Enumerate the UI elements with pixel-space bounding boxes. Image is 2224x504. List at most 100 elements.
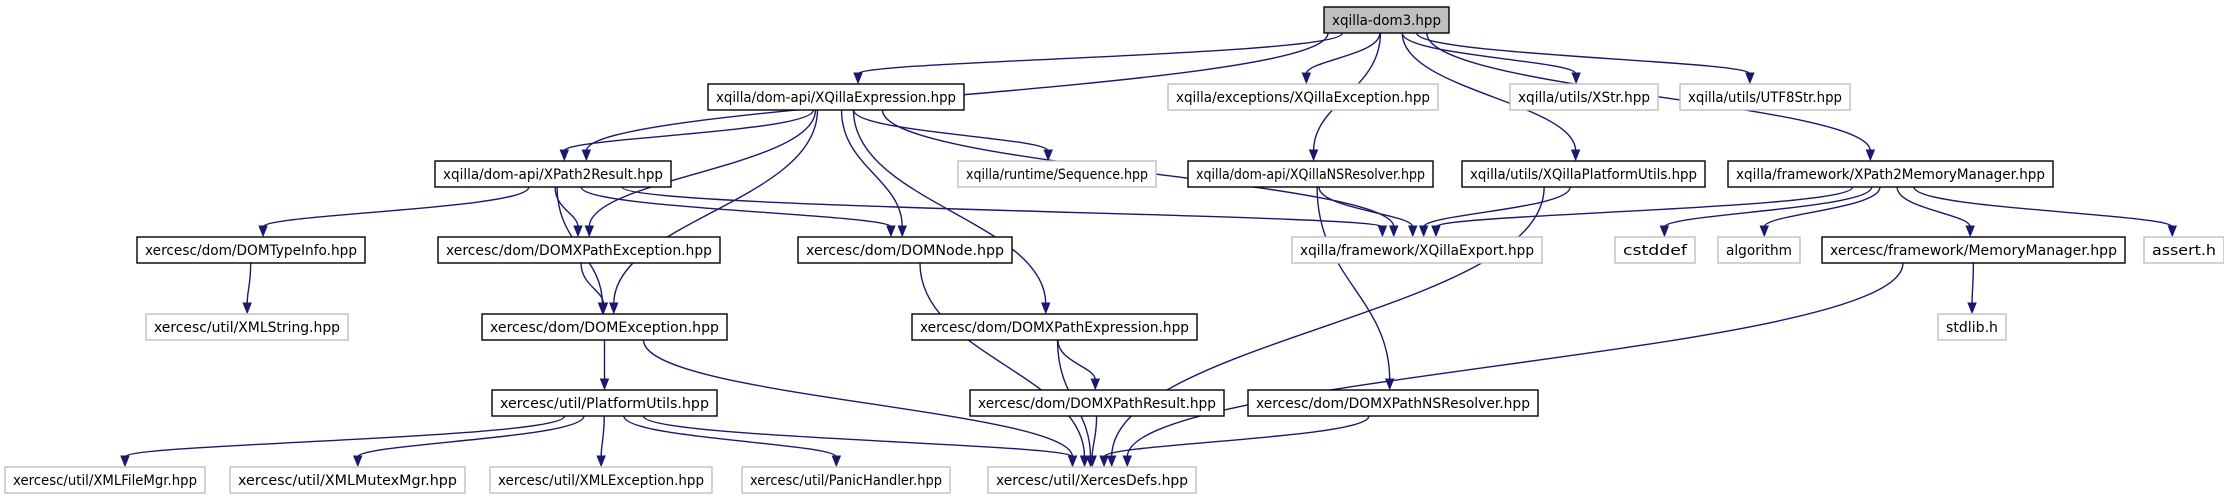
edge-xercesc-dom-domxpathresult-hpp-to-xercesc-util-xercesdefs-hpp (1087, 415, 1098, 468)
node-xqilla-dom-api-xqillansresolver-hpp[interactable]: xqilla/dom-api/XQillaNSResolver.hpp (1187, 160, 1434, 188)
node-label: xqilla/runtime/Sequence.hpp (966, 167, 1148, 183)
edge-xercesc-util-platformutils-hpp-to-xercesc-util-xmlmutexmgr-hpp (353, 415, 585, 468)
node-label: xercesc/dom/DOMXPathNSResolver.hpp (1256, 396, 1530, 412)
edge-xqilla-dom3-hpp-to-xqilla-exceptions-xqillaexception-hpp (1301, 32, 1381, 85)
edge-arrowhead (1745, 72, 1755, 85)
node-xercesc-dom-domxpathresult-hpp[interactable]: xercesc/dom/DOMXPathResult.hpp (969, 389, 1225, 417)
node-label: xqilla/utils/XStr.hpp (1518, 90, 1650, 106)
edge-line (642, 339, 1074, 458)
edge-arrowhead (596, 455, 606, 468)
edge-xercesc-util-platformutils-hpp-to-xercesc-util-panichandler-hpp (623, 415, 842, 468)
edge-arrowhead (1418, 225, 1429, 238)
node-label: cstddef (1623, 243, 1688, 259)
node-xercesc-util-xmlexception-hpp: xercesc/util/XMLException.hpp (489, 466, 713, 494)
edge-xqilla-dom-api-xpath2result-hpp-to-xqilla-framework-xqillaexport-hpp (621, 186, 1388, 238)
edge-line (919, 262, 1086, 458)
edge-arrowhead (242, 302, 252, 315)
edge-arrowhead (1106, 455, 1117, 468)
edge-arrowhead (1759, 225, 1769, 238)
edge-arrowhead (1099, 455, 1109, 468)
node-label: xqilla/dom-api/XPath2Result.hpp (443, 167, 663, 183)
node-box (911, 313, 1198, 341)
edge-line (852, 109, 1049, 152)
edge-xqilla-dom-api-xqillaexpression-hpp-to-xercesc-dom-domxpathexception-hpp (584, 109, 817, 238)
edge-line (1896, 186, 1971, 228)
edge-line (1971, 262, 1975, 305)
edge-line (840, 109, 903, 228)
edge-arrowhead (598, 302, 609, 315)
edge-line (1091, 415, 1098, 458)
node-label: xqilla/framework/XQillaExport.hpp (1300, 243, 1534, 259)
edge-arrowhead (897, 225, 907, 238)
node-label: xercesc/util/PanicHandler.hpp (750, 473, 942, 489)
node-label: stdlib.h (1946, 320, 1998, 336)
node-box (797, 236, 1013, 264)
edge-line (1663, 186, 1873, 228)
node-box (2143, 236, 2224, 264)
edge-line (1422, 186, 1571, 228)
node-xercesc-util-platformutils-hpp[interactable]: xercesc/util/PlatformUtils.hpp (491, 389, 718, 417)
node-label: xercesc/dom/DOMTypeInfo.hpp (145, 243, 357, 259)
edge-arrowhead (1122, 455, 1132, 468)
edge-line (124, 415, 566, 458)
edge-arrowhead (853, 72, 863, 85)
edge-xqilla-dom-api-xqillansresolver-hpp-to-xqilla-framework-xqillaexport-hpp (1318, 186, 1418, 238)
node-xercesc-dom-domnode-hpp[interactable]: xercesc/dom/DOMNode.hpp (797, 236, 1013, 264)
edge-xercesc-framework-memorymanager-hpp-to-xercesc-util-xercesdefs-hpp (1122, 262, 1904, 468)
node-box (136, 236, 366, 264)
edge-line (1416, 32, 1751, 75)
node-box (1461, 160, 1706, 188)
edge-arrowhead (1389, 225, 1399, 238)
edge-xqilla-dom3-hpp-to-xqilla-utils-utf8str-hpp (1416, 32, 1755, 85)
node-xqilla-utils-xqillaplatformutils-hpp[interactable]: xqilla/utils/XQillaPlatformUtils.hpp (1461, 160, 1706, 188)
node-xqilla-utils-xstr-hpp: xqilla/utils/XStr.hpp (1509, 83, 1659, 111)
node-label: xqilla/exceptions/XQillaException.hpp (1176, 90, 1430, 106)
edge-line (621, 186, 1384, 228)
edge-xercesc-dom-domxpathnsresolver-hpp-to-xercesc-util-xercesdefs-hpp (1099, 415, 1370, 468)
edge-xqilla-dom-api-xpath2result-hpp-to-xercesc-dom-domnode-hpp (580, 186, 896, 238)
node-xercesc-dom-domxpathexception-hpp[interactable]: xercesc/dom/DOMXPathException.hpp (437, 236, 721, 264)
node-box (1323, 6, 1450, 34)
edge-xercesc-dom-domxpathexpression-hpp-to-xercesc-dom-domxpathresult-hpp (1057, 339, 1101, 391)
edge-arrowhead (1408, 225, 1418, 238)
edge-xercesc-dom-domexception-hpp-to-xercesc-util-platformutils-hpp (599, 339, 610, 391)
node-xqilla-dom-api-xpath2result-hpp[interactable]: xqilla/dom-api/XPath2Result.hpp (434, 160, 672, 188)
edge-line (857, 32, 1344, 75)
node-label: algorithm (1726, 243, 1792, 259)
node-box (1167, 83, 1439, 111)
node-xercesc-dom-domxpathnsresolver-hpp[interactable]: xercesc/dom/DOMXPathNSResolver.hpp (1247, 389, 1539, 417)
node-box (1821, 236, 2126, 264)
node-xercesc-util-panichandler-hpp: xercesc/util/PanicHandler.hpp (741, 466, 951, 494)
node-xqilla-framework-xpath2memorymanager-hpp[interactable]: xqilla/framework/XPath2MemoryManager.hpp (1727, 160, 2054, 188)
node-box (969, 389, 1225, 417)
node-xercesc-dom-domexception-hpp[interactable]: xercesc/dom/DOMException.hpp (481, 313, 728, 341)
node-xqilla-utils-utf8str-hpp: xqilla/utils/UTF8Str.hpp (1679, 83, 1851, 111)
node-xercesc-dom-domxpathexpression-hpp[interactable]: xercesc/dom/DOMXPathExpression.hpp (911, 313, 1198, 341)
edge-line (1401, 32, 1577, 75)
node-box (707, 83, 965, 111)
edge-arrowhead (609, 302, 619, 315)
edge-xqilla-framework-xpath2memorymanager-hpp-to-cstddef (1659, 186, 1873, 238)
node-label: xqilla/dom-api/XQillaNSResolver.hpp (1196, 167, 1425, 183)
node-box (1187, 160, 1434, 188)
node-label: xqilla/utils/UTF8Str.hpp (1688, 90, 1842, 106)
node-xercesc-framework-memorymanager-hpp[interactable]: xercesc/framework/MemoryManager.hpp (1821, 236, 2126, 264)
node-box (1509, 83, 1659, 111)
edge-xqilla-utils-xqillaplatformutils-hpp-to-xqilla-framework-xqillaexport-hpp (1418, 186, 1571, 238)
node-xercesc-dom-domtypeinfo-hpp[interactable]: xercesc/dom/DOMTypeInfo.hpp (136, 236, 366, 264)
node-xercesc-util-xmlmutexmgr-hpp: xercesc/util/XMLMutexMgr.hpp (229, 466, 466, 494)
edge-arrowhead (1377, 225, 1388, 238)
edge-arrowhead (1308, 149, 1319, 162)
edge-xqilla-dom3-hpp-to-xqilla-utils-xqillaplatformutils-hpp (1401, 32, 1581, 162)
edge-line (1318, 186, 1414, 228)
edge-arrowhead (1067, 455, 1078, 468)
edge-xqilla-dom-api-xqillaexpression-hpp-to-xercesc-dom-domexception-hpp (609, 109, 819, 315)
edge-xqilla-dom3-hpp-to-xqilla-dom-api-xqillaexpression-hpp (853, 32, 1344, 85)
edge-xqilla-dom-api-xqillaexpression-hpp-to-xqilla-dom-api-xpath2result-hpp (559, 109, 815, 162)
edge-arrowhead (1571, 72, 1581, 85)
node-box (987, 466, 1197, 494)
edge-arrowhead (353, 455, 363, 468)
node-box (489, 466, 713, 494)
edge-line (1305, 32, 1381, 75)
node-xqilla-dom-api-xqillaexpression-hpp[interactable]: xqilla/dom-api/XQillaExpression.hpp (707, 83, 965, 111)
